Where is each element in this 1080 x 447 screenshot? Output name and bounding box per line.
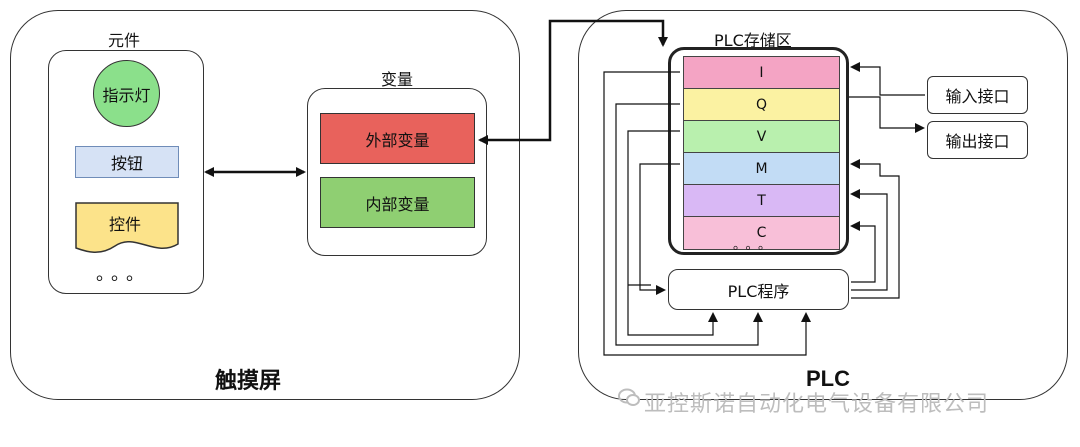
output-interface-label: 输出接口 — [945, 132, 1010, 151]
memory-row-i-label: I — [759, 65, 764, 81]
output-interface: 输出接口 — [927, 121, 1028, 159]
watermark-text: 亚控斯诺自动化电气设备有限公司 — [644, 392, 990, 417]
plc-program: PLC程序 — [668, 269, 849, 310]
external-variable: 外部变量 — [320, 113, 475, 164]
components-more: 。。。 — [96, 264, 150, 285]
connector-i-program — [603, 71, 811, 356]
connector-v-program — [627, 130, 718, 336]
button-component: 按钮 — [75, 146, 179, 178]
internal-variable: 内部变量 — [320, 177, 475, 228]
connector-input-interface — [850, 62, 925, 96]
widget-shape — [75, 202, 179, 253]
memory-row-t-label: T — [757, 193, 766, 209]
connector-m-program — [639, 163, 680, 295]
plc-memory-area: I Q V M T C 。。。 — [668, 47, 849, 255]
connector-program-c — [850, 221, 876, 283]
indicator-lamp: 指示灯 — [93, 60, 160, 127]
connector-external-memory — [478, 19, 668, 145]
memory-row-v: V — [683, 120, 840, 154]
input-interface-label: 输入接口 — [945, 87, 1010, 106]
connector-output-interface — [849, 96, 925, 133]
wechat-logo-icon — [618, 386, 640, 410]
connector-q-program — [615, 103, 763, 346]
connector-program-t — [850, 189, 888, 291]
variables-label: 变量 — [381, 70, 414, 89]
memory-row-t: T — [683, 184, 840, 218]
wechat-logo-shape — [618, 388, 640, 406]
memory-row-v-label: V — [756, 129, 767, 145]
memory-row-c-label: C — [756, 225, 767, 241]
memory-row-q-label: Q — [755, 97, 768, 113]
plc-title: PLC — [806, 366, 850, 391]
internal-variable-label: 内部变量 — [365, 194, 430, 214]
button-component-label: 按钮 — [110, 154, 143, 173]
memory-label: PLC存储区 — [714, 31, 792, 50]
plc-program-label: PLC程序 — [727, 281, 790, 301]
external-variable-label: 外部变量 — [365, 130, 430, 150]
memory-row-m-label: M — [755, 161, 768, 177]
widget-component: 控件 — [75, 202, 179, 256]
touchscreen-title: 触摸屏 — [215, 368, 282, 393]
memory-more: 。。。 — [733, 238, 778, 253]
memory-row-m: M — [683, 152, 840, 186]
indicator-lamp-label: 指示灯 — [102, 85, 151, 105]
connector-program-m — [850, 159, 900, 299]
components-label: 元件 — [108, 31, 141, 50]
input-interface: 输入接口 — [927, 76, 1028, 114]
memory-row-i: I — [683, 56, 840, 90]
widget-component-label: 控件 — [109, 215, 142, 234]
memory-row-c: C — [683, 216, 840, 250]
